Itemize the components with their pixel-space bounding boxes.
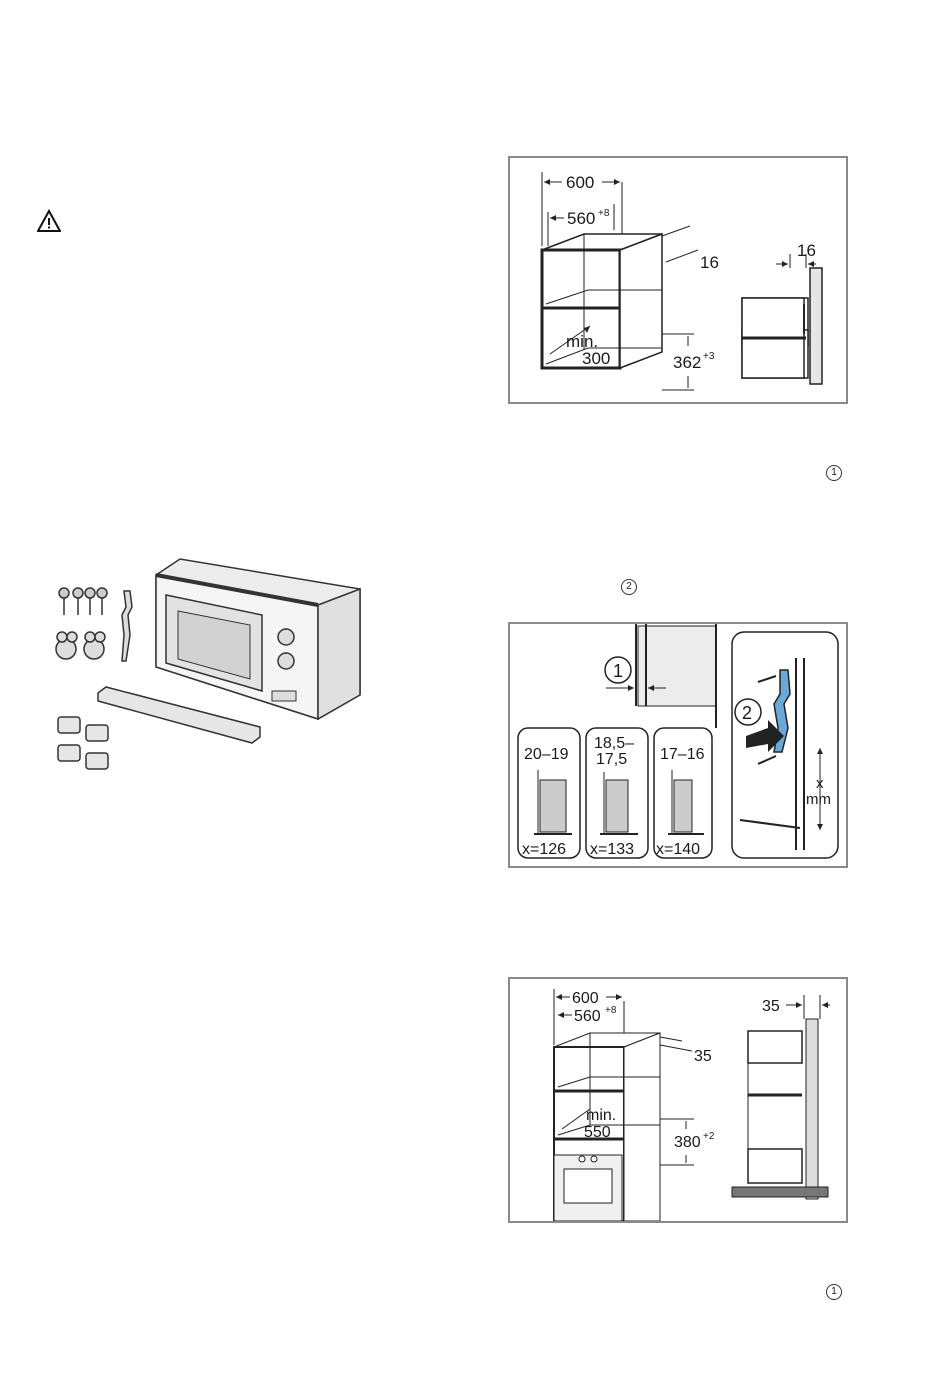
dim-height-tol: +3 (703, 351, 715, 362)
dim3-min-value: 550 (584, 1124, 611, 1141)
panel-2-range2: 17,5 (596, 751, 627, 768)
panel-3-x: x=140 (656, 841, 700, 858)
panel-2-x: x=133 (590, 841, 634, 858)
dim-detail-thickness: 16 (797, 241, 816, 260)
panel-3-range: 17–16 (660, 746, 705, 763)
dim3-width-inner-tol: +8 (605, 1005, 617, 1016)
warning-triangle-icon (37, 209, 61, 233)
callout-marker-1b: 1 (826, 1284, 842, 1300)
panel-1-range: 20–19 (524, 746, 569, 763)
dim3-detail-thickness: 35 (762, 998, 780, 1015)
panel-1-x: x=126 (522, 841, 566, 858)
screws-icon (59, 588, 107, 615)
figure-cabinet-dimensions: 600 560 +8 min. 300 16 362 +3 (508, 156, 848, 404)
callout-marker-1: 1 (826, 465, 842, 481)
dim-side-thickness: 16 (700, 253, 719, 272)
callout-1: 1 (613, 661, 623, 681)
callout-marker-2: 2 (621, 579, 637, 595)
dim-width-inner: 560 (567, 209, 595, 228)
figure-tall-cabinet-dimensions: 600 560 +8 min. 550 35 380 +2 (508, 977, 848, 1223)
dim3-width-outer: 600 (572, 990, 599, 1007)
dim3-min-label: min. (586, 1107, 616, 1124)
wall-thickness-panel-1: 20–19 x=126 (518, 728, 580, 858)
dim3-side-thickness: 35 (694, 1048, 712, 1065)
wall-thickness-panel-2: 18,5– 17,5 x=133 (586, 728, 648, 858)
dim3-height: 380 (674, 1134, 701, 1151)
dim-min-value: 300 (582, 349, 610, 368)
dim-height: 362 (673, 353, 701, 372)
figure-bracket-installation: 1 20–19 x=126 18,5– 17,5 x=133 17–16 (508, 622, 848, 868)
dim-width-inner-tol: +8 (598, 208, 610, 219)
wall-thickness-panel-3: 17–16 x=140 (654, 728, 712, 858)
panel-2-range: 18,5– (594, 735, 634, 752)
microwave-with-accessories-illustration (50, 555, 370, 785)
dim3-width-inner: 560 (574, 1008, 601, 1025)
x-label: x (816, 775, 824, 792)
callout-2: 2 (742, 703, 752, 723)
dim3-height-tol: +2 (703, 1131, 715, 1142)
mm-label: mm (806, 791, 831, 808)
dim-width-outer: 600 (566, 173, 594, 192)
